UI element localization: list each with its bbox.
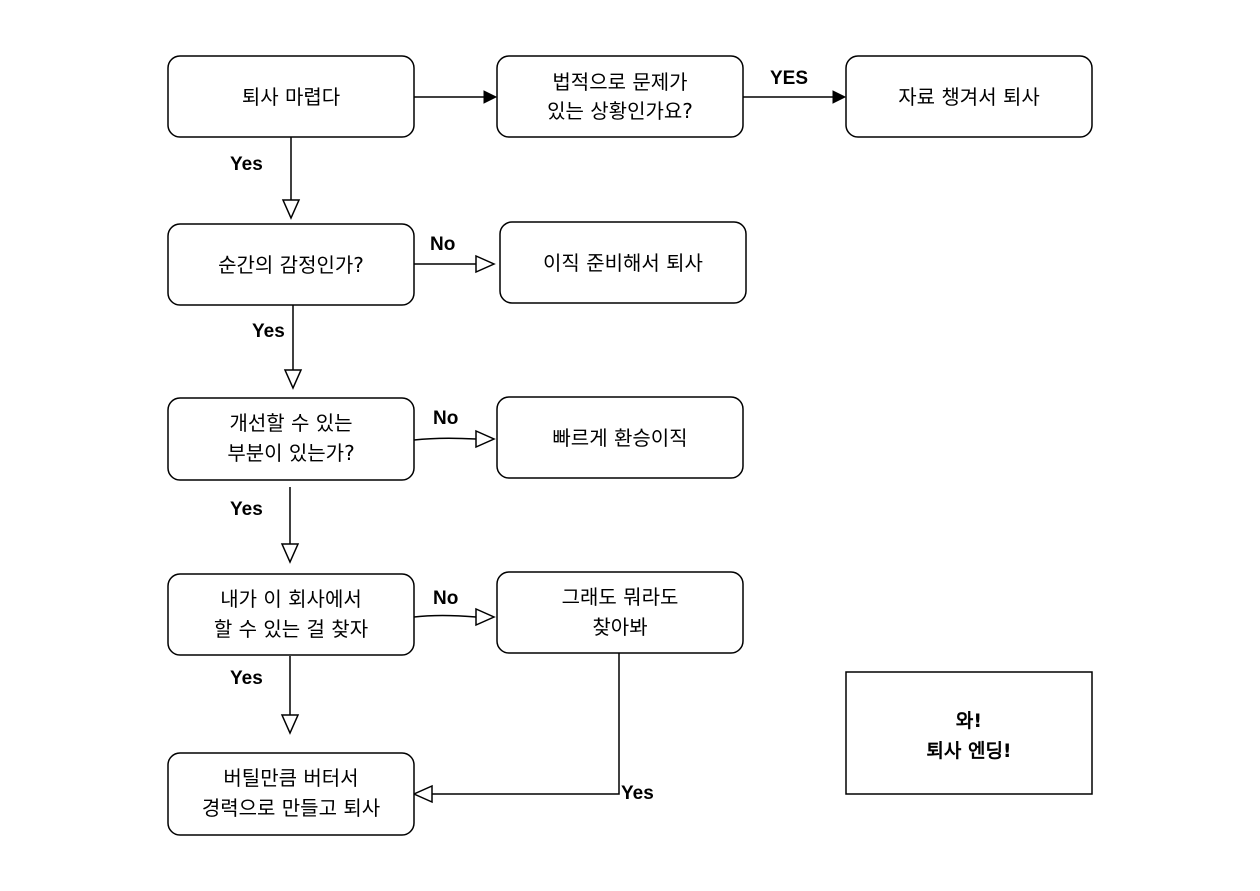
edge-label-can-do-no: No xyxy=(433,588,458,609)
node-legal-issue: 법적으로 문제가 있는 상황인가요? xyxy=(496,55,744,138)
node-quick-transfer-line-1: 빠르게 환승이직 xyxy=(552,426,687,450)
edge-can-do-no xyxy=(413,607,496,627)
edge-label-emotion-yes: Yes xyxy=(252,321,285,342)
node-quit-with-evidence-line-1: 자료 챙겨서 퇴사 xyxy=(898,85,1040,109)
edge-quit-to-emotion xyxy=(281,137,301,220)
edge-label-improvable-no: No xyxy=(433,408,458,429)
node-legal-issue-line-1: 법적으로 문제가 xyxy=(552,70,687,94)
edge-emotion-no xyxy=(414,254,496,274)
node-can-do-here-line-2: 할 수 있는 걸 찾자 xyxy=(214,617,368,641)
node-prepare-job-change-line-1: 이직 준비해서 퇴사 xyxy=(543,251,703,275)
node-try-anything: 그래도 뭐라도 찾아봐 xyxy=(496,571,744,654)
node-momentary-emotion-line-1: 순간의 감정인가? xyxy=(218,253,364,277)
node-try-anything-line-1: 그래도 뭐라도 xyxy=(562,585,679,609)
node-quit-intent: 퇴사 마렵다 xyxy=(167,55,415,138)
node-ending-line-2: 퇴사 엔딩! xyxy=(926,740,1011,762)
node-endure-line-1: 버틸만큼 버터서 xyxy=(223,766,358,790)
edge-label-legal-yes: YES xyxy=(770,68,808,89)
node-can-do-here: 내가 이 회사에서 할 수 있는 걸 찾자 xyxy=(167,573,415,656)
edge-label-try-yes: Yes xyxy=(621,783,654,804)
node-improvable-line-1: 개선할 수 있는 xyxy=(229,411,352,435)
node-improvable: 개선할 수 있는 부분이 있는가? xyxy=(167,397,415,481)
node-quit-with-evidence: 자료 챙겨서 퇴사 xyxy=(845,55,1093,138)
edge-emotion-yes xyxy=(283,305,303,390)
edge-try-yes xyxy=(412,653,620,804)
node-ending: 와! 퇴사 엔딩! xyxy=(845,671,1093,795)
node-can-do-here-line-1: 내가 이 회사에서 xyxy=(220,587,362,611)
node-momentary-emotion: 순간의 감정인가? xyxy=(167,223,415,306)
node-endure: 버틸만큼 버터서 경력으로 만들고 퇴사 xyxy=(167,752,415,836)
node-prepare-job-change: 이직 준비해서 퇴사 xyxy=(499,221,747,304)
node-ending-line-1: 와! xyxy=(956,710,982,732)
node-endure-line-2: 경력으로 만들고 퇴사 xyxy=(202,796,380,820)
node-quit-intent-line-1: 퇴사 마렵다 xyxy=(242,85,340,109)
edge-can-do-yes xyxy=(280,656,300,735)
edge-improvable-yes xyxy=(280,487,300,564)
node-legal-issue-line-2: 있는 상황인가요? xyxy=(547,99,693,123)
edge-improvable-no xyxy=(413,429,496,449)
edge-label-improvable-yes: Yes xyxy=(230,499,263,520)
edge-label-quit-to-emotion: Yes xyxy=(230,154,263,175)
node-try-anything-line-2: 찾아봐 xyxy=(592,615,647,639)
node-improvable-line-2: 부분이 있는가? xyxy=(227,441,354,465)
edge-label-can-do-yes: Yes xyxy=(230,668,263,689)
edge-legal-yes xyxy=(743,90,847,104)
edge-quit-to-legal xyxy=(414,90,498,104)
edge-label-emotion-no: No xyxy=(430,234,455,255)
node-quick-transfer: 빠르게 환승이직 xyxy=(496,396,744,479)
